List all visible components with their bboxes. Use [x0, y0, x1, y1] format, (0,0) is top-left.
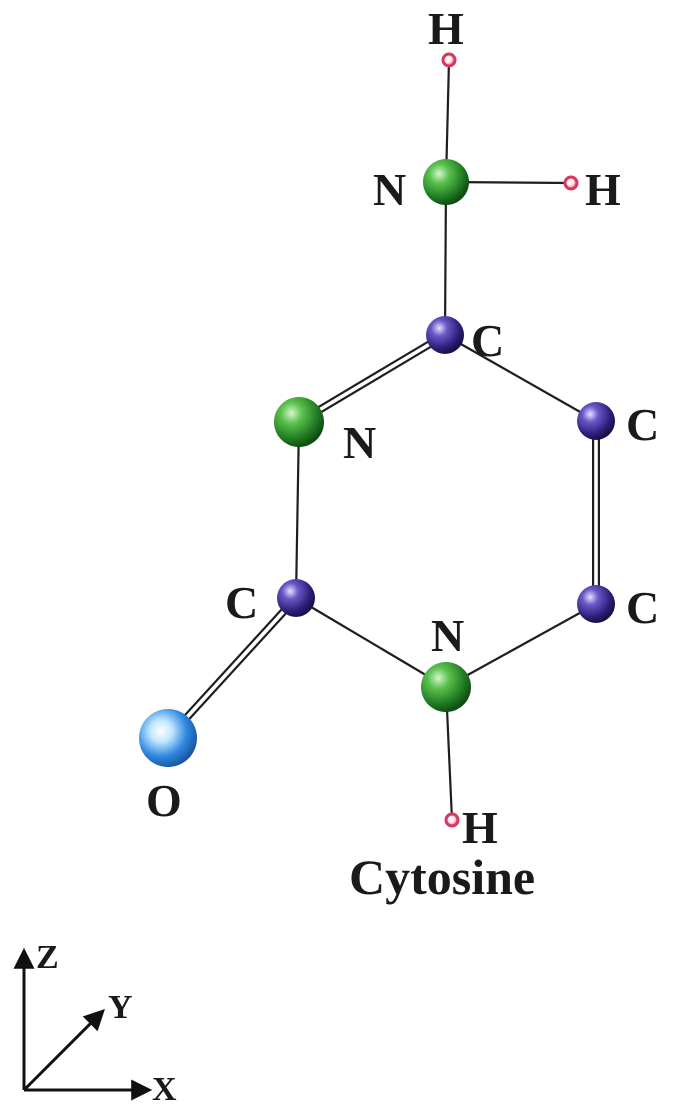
- z-axis-label: Z: [36, 939, 59, 976]
- atom-n-amino: [423, 159, 469, 205]
- label-h-top: H: [428, 3, 464, 54]
- bond-c-o-double: [165, 595, 299, 741]
- coordinate-axes: Z Y X: [13, 939, 177, 1108]
- molecule-name: Cytosine: [349, 849, 535, 905]
- y-axis-arrow: [22, 1009, 105, 1092]
- bond-n-c-left: [294, 421, 301, 599]
- label-c-lower-right: C: [626, 582, 659, 633]
- label-h-right: H: [585, 164, 621, 215]
- atom-c-lower-right: [577, 585, 615, 623]
- atom-h-top: [441, 52, 457, 68]
- bond-c-c-upper: [444, 334, 597, 422]
- bond-c-n-double: [296, 331, 448, 426]
- label-c-left: C: [225, 577, 258, 628]
- bonds-layer: [165, 59, 600, 821]
- atoms-layer: [139, 52, 615, 828]
- atom-o: [139, 709, 197, 767]
- bond-n-c-amino: [443, 181, 448, 336]
- atom-c-top: [426, 316, 464, 354]
- y-axis-label: Y: [108, 989, 133, 1026]
- atom-n-left: [274, 397, 324, 447]
- label-c-top: C: [471, 315, 504, 366]
- label-n-left: N: [343, 417, 376, 468]
- x-axis-label: X: [152, 1071, 177, 1108]
- atom-c-upper-right: [577, 402, 615, 440]
- label-n-amino: N: [373, 164, 406, 215]
- atom-c-left: [277, 579, 315, 617]
- atom-h-right: [563, 175, 579, 191]
- bond-c-n-lower-left: [295, 597, 447, 688]
- label-c-upper-right: C: [626, 399, 659, 450]
- atom-n-bottom: [421, 662, 471, 712]
- label-h-bottom: H: [462, 802, 498, 853]
- atom-h-bottom: [444, 812, 460, 828]
- bond-c-n-lower-right: [445, 603, 597, 688]
- label-o: O: [146, 775, 182, 826]
- labels-layer: H N H C N C C C N O H Cytosine: [146, 3, 659, 905]
- label-n-bottom: N: [431, 610, 464, 661]
